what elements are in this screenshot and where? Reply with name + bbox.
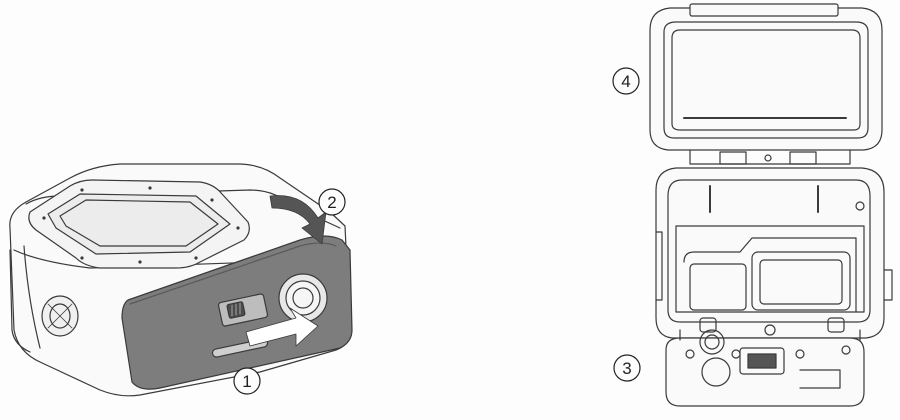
svg-text:3: 3 — [622, 359, 631, 378]
closed-housing — [9, 163, 353, 397]
svg-text:4: 4 — [621, 72, 630, 91]
step-callout-1: 1 — [233, 367, 261, 395]
step-callout-4: 4 — [612, 67, 640, 95]
svg-text:1: 1 — [242, 372, 251, 391]
housing-case — [655, 167, 885, 339]
slide-arrow — [245, 307, 319, 347]
open-battery-door — [665, 337, 865, 407]
svg-text:2: 2 — [327, 193, 336, 212]
step-callout-2: 2 — [318, 188, 346, 216]
step-callout-3: 3 — [613, 354, 641, 382]
housing-lid — [649, 7, 883, 151]
rotate-arrow — [269, 195, 327, 245]
open-housing — [649, 3, 893, 407]
